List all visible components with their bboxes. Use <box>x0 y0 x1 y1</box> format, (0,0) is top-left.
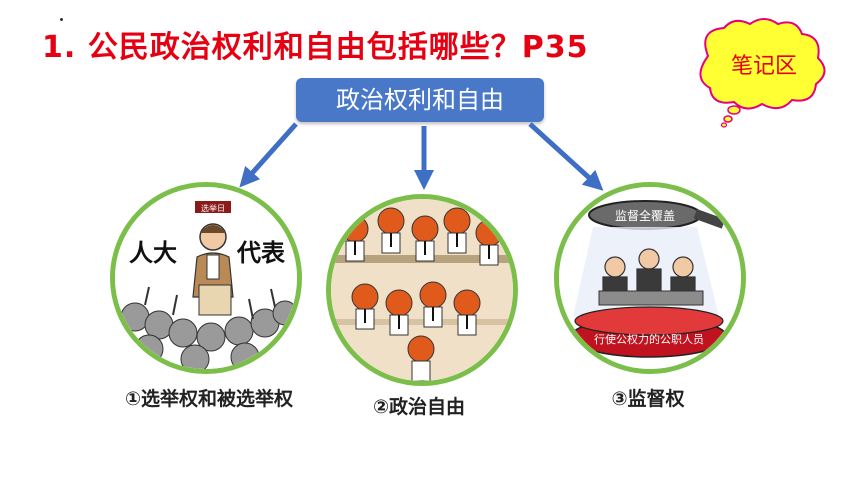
banner-text: 选举日 <box>201 203 225 213</box>
caption-supervision: ③监督权 <box>611 388 685 410</box>
supervision-illustration: 监督全覆盖 行使公权力的公职人员 <box>554 182 746 374</box>
page-title: 1. 公民政治权利和自由包括哪些？P35 <box>42 30 589 65</box>
corner-dot <box>60 18 63 21</box>
magnifier-text: 监督全覆盖 <box>615 208 675 223</box>
sign-left: 人大 <box>129 239 177 267</box>
note-bubble-label: 笔记区 <box>730 54 797 79</box>
caption-election: ①选举权和被选举权 <box>124 388 294 410</box>
arrow-left <box>239 122 298 188</box>
topic-box: 政治权利和自由 <box>296 78 544 122</box>
note-bubble <box>699 18 826 128</box>
election-illustration: 选举日 人大 代表 <box>110 182 302 374</box>
stage-text: 行使公权力的公职人员 <box>594 332 704 346</box>
caption-political-freedom: ②政治自由 <box>372 396 466 418</box>
arrow-right <box>528 122 604 191</box>
political-freedom-illustration <box>326 194 518 386</box>
sign-right: 代表 <box>236 239 286 267</box>
